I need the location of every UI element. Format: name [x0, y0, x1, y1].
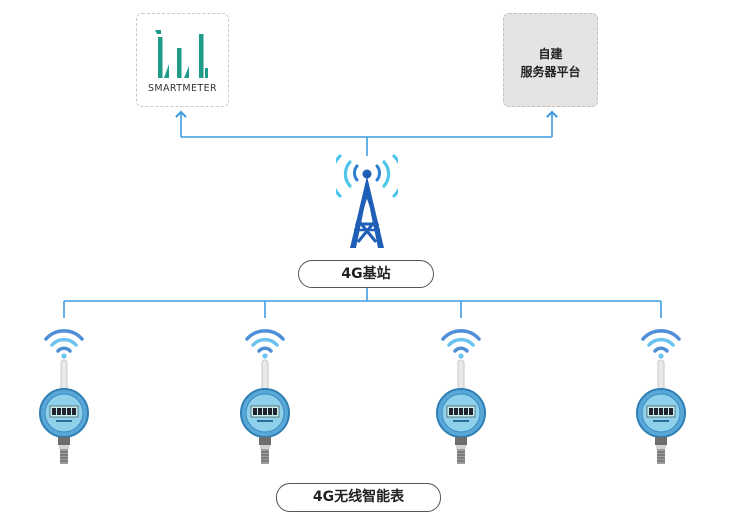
- server-label-line2: 服务器平台: [520, 65, 581, 79]
- wifi-signal-icon: [441, 329, 481, 359]
- wifi-signal-icon: [245, 329, 285, 359]
- server-node: 自建 服务器平台: [503, 13, 598, 107]
- pressure-gauge-icon: [436, 359, 486, 464]
- pressure-gauge-icon: [240, 359, 290, 464]
- smartmeter-label: SMARTMETER: [147, 83, 218, 94]
- pressure-gauge-icon: [39, 359, 89, 464]
- smartmeter-node: SMARTMETER: [136, 13, 229, 107]
- wifi-signal-icon: [44, 329, 84, 359]
- server-label: 自建 服务器平台: [504, 45, 597, 81]
- meters-label: 4G无线智能表: [276, 483, 441, 512]
- station-label: 4G基站: [298, 260, 434, 288]
- smartmeter-logo-icon: [155, 30, 208, 78]
- pressure-gauge-icon: [636, 359, 686, 464]
- server-label-line1: 自建: [538, 47, 563, 61]
- wifi-signal-icon: [641, 329, 681, 359]
- cell-tower-icon: [336, 154, 398, 248]
